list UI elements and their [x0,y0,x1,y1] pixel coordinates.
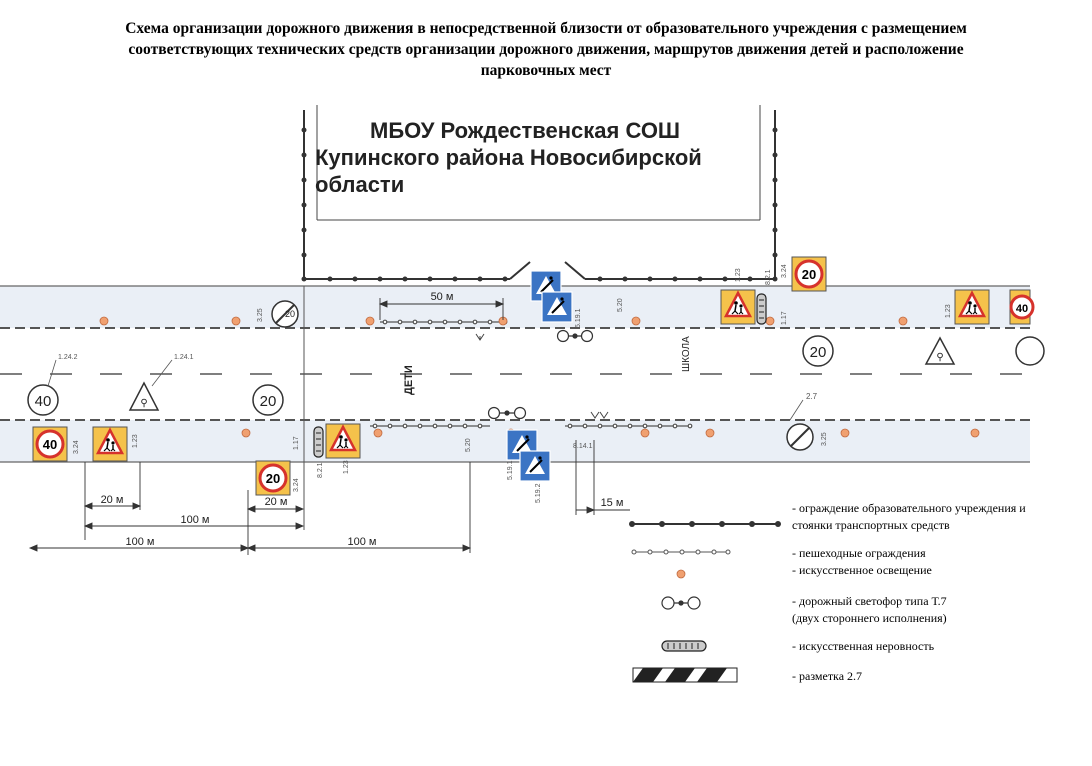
title-line-2: соответствующих технических средств орга… [128,41,964,58]
svg-text:20: 20 [260,393,277,410]
code-3-24-lower-left: 3.24 [73,440,80,454]
upper-road [0,286,1030,328]
speed-bump-upper [756,293,767,325]
title-line-3: парковочных мест [480,62,612,79]
dim-20m-right: 20 м [265,496,288,508]
road-marking-20: 20 [802,335,834,367]
fence-posts [301,127,778,282]
pedestrian-fences [370,319,693,429]
sign-children-lower [326,424,360,458]
children-route-marks [475,333,609,419]
legend-traffic-light-line-2: (двух стороннего исполнения) [792,611,947,625]
school-name-line-1: МБОУ Рождественская СОШ [370,118,680,143]
code-1-23-upper: 1.23 [735,268,742,282]
legend-symbol-bump [661,640,707,652]
sign-children-upper-right [955,290,989,324]
legend-ped-fence: - пешеходные ограждения [792,546,926,560]
title-line-1: Схема организации дорожного движения в н… [125,20,967,37]
code-1-23-lower-left: 1.23 [132,434,139,448]
svg-text:40: 40 [1016,303,1028,315]
dimension-lines [28,298,630,555]
dim-100m-right: 100 м [348,536,377,548]
svg-text:20: 20 [802,267,816,282]
sign-children-upper [721,290,755,324]
legend-traffic-light-line-1: - дорожный светофор типа Т.7 [792,594,947,608]
legend-bump: - искусственная неровность [792,639,935,653]
dim-100m-upper: 100 м [181,514,210,526]
road-marking-children: ⚲ [128,381,160,411]
legend-marking: - разметка 2.7 [792,669,863,683]
legend-symbol-fence [629,521,781,527]
code-2-7: 2.7 [806,392,818,401]
legend-fence: - ограждение образовательного учреждения… [792,500,1026,534]
code-3-24-lower: 3.24 [293,478,300,492]
sign-children-lower-left [93,427,127,461]
code-8-2-1-upper: 8.2.1 [765,269,772,285]
legend-symbol-traffic-light [661,596,701,610]
sign-crossing-lower-b [519,450,551,482]
school-name-line-2: Купинского района Новосибирской [315,145,702,170]
dim-50m: 50 м [431,291,454,303]
svg-text:20: 20 [810,344,827,361]
code-1-17-lower: 1.17 [293,436,300,450]
code-8-2-1-lower: 8.2.1 [317,462,324,478]
legend-lighting: - искусственное освещение [792,563,932,577]
sign-speed-20-lower: 20 [255,460,291,496]
road-marking-20-left: 20 [252,384,284,416]
legend-symbol-ped-fence [631,549,731,555]
svg-text:20: 20 [266,471,280,486]
code-3-24-upper: 3.24 [781,264,788,278]
traffic-light-lower [487,406,527,420]
svg-text:⚲: ⚲ [140,398,147,409]
code-5-20-upper: 5.20 [617,298,624,312]
svg-text:⚲: ⚲ [936,352,943,363]
code-5-19-1-upper: 5.19.1 [575,308,582,328]
svg-text:20: 20 [285,309,295,319]
legend-fence-line-2: стоянки транспортных средств [792,518,950,532]
sign-speed-40-upper-right: 40 [1009,289,1035,325]
legend-traffic-light: - дорожный светофор типа Т.7 (двух сторо… [792,593,947,627]
road-marking-40-right [1015,336,1045,366]
code-3-25-left: 3.25 [257,308,264,322]
sign-no-overtaking-end-right [786,423,814,451]
legend-fence-line-1: - ограждение образовательного учреждения… [792,501,1026,515]
traffic-light-upper [556,329,594,343]
road-marking-children-right: ⚲ [924,336,956,365]
speed-bump-lower [313,426,324,458]
road-text-deti: ДЕТИ [403,365,415,395]
legend-symbol-marking [632,667,738,683]
code-5-20-lower: 5.20 [465,438,472,452]
sign-speed-40-lower: 40 [32,426,68,462]
sign-speed-20-upper: 20 [791,256,827,292]
dim-15m: 15 м [601,497,624,509]
code-5-19-2-lower: 5.19.2 [535,483,542,503]
code-1-24-2: 1.24.2 [58,354,78,361]
code-3-25-right: 3.25 [821,432,828,446]
dim-100m-left: 100 м [126,536,155,548]
road-text-shkola: ШКОЛА [681,336,692,372]
code-8-14-1: 8.14.1 [573,443,593,450]
road-marking-40: 40 [27,384,59,416]
code-1-23-lower: 1.23 [343,460,350,474]
page-title: Схема организации дорожного движения в н… [0,18,1092,81]
code-1-23-upper-right: 1.23 [945,304,952,318]
dim-20m-left: 20 м [101,494,124,506]
svg-text:40: 40 [35,393,52,410]
code-1-17-upper: 1.17 [781,311,788,325]
code-5-19-1-lower: 5.19.1 [507,460,514,480]
code-1-24-1: 1.24.1 [174,354,194,361]
school-building: МБОУ Рождественская СОШ Купинского район… [315,105,761,221]
sign-crossing-upper-b [541,291,573,323]
legend-symbol-lamp [676,569,686,579]
sign-no-overtaking-end-left: 20 [271,300,299,328]
school-name-line-3: области [315,172,404,197]
svg-text:40: 40 [43,437,57,452]
